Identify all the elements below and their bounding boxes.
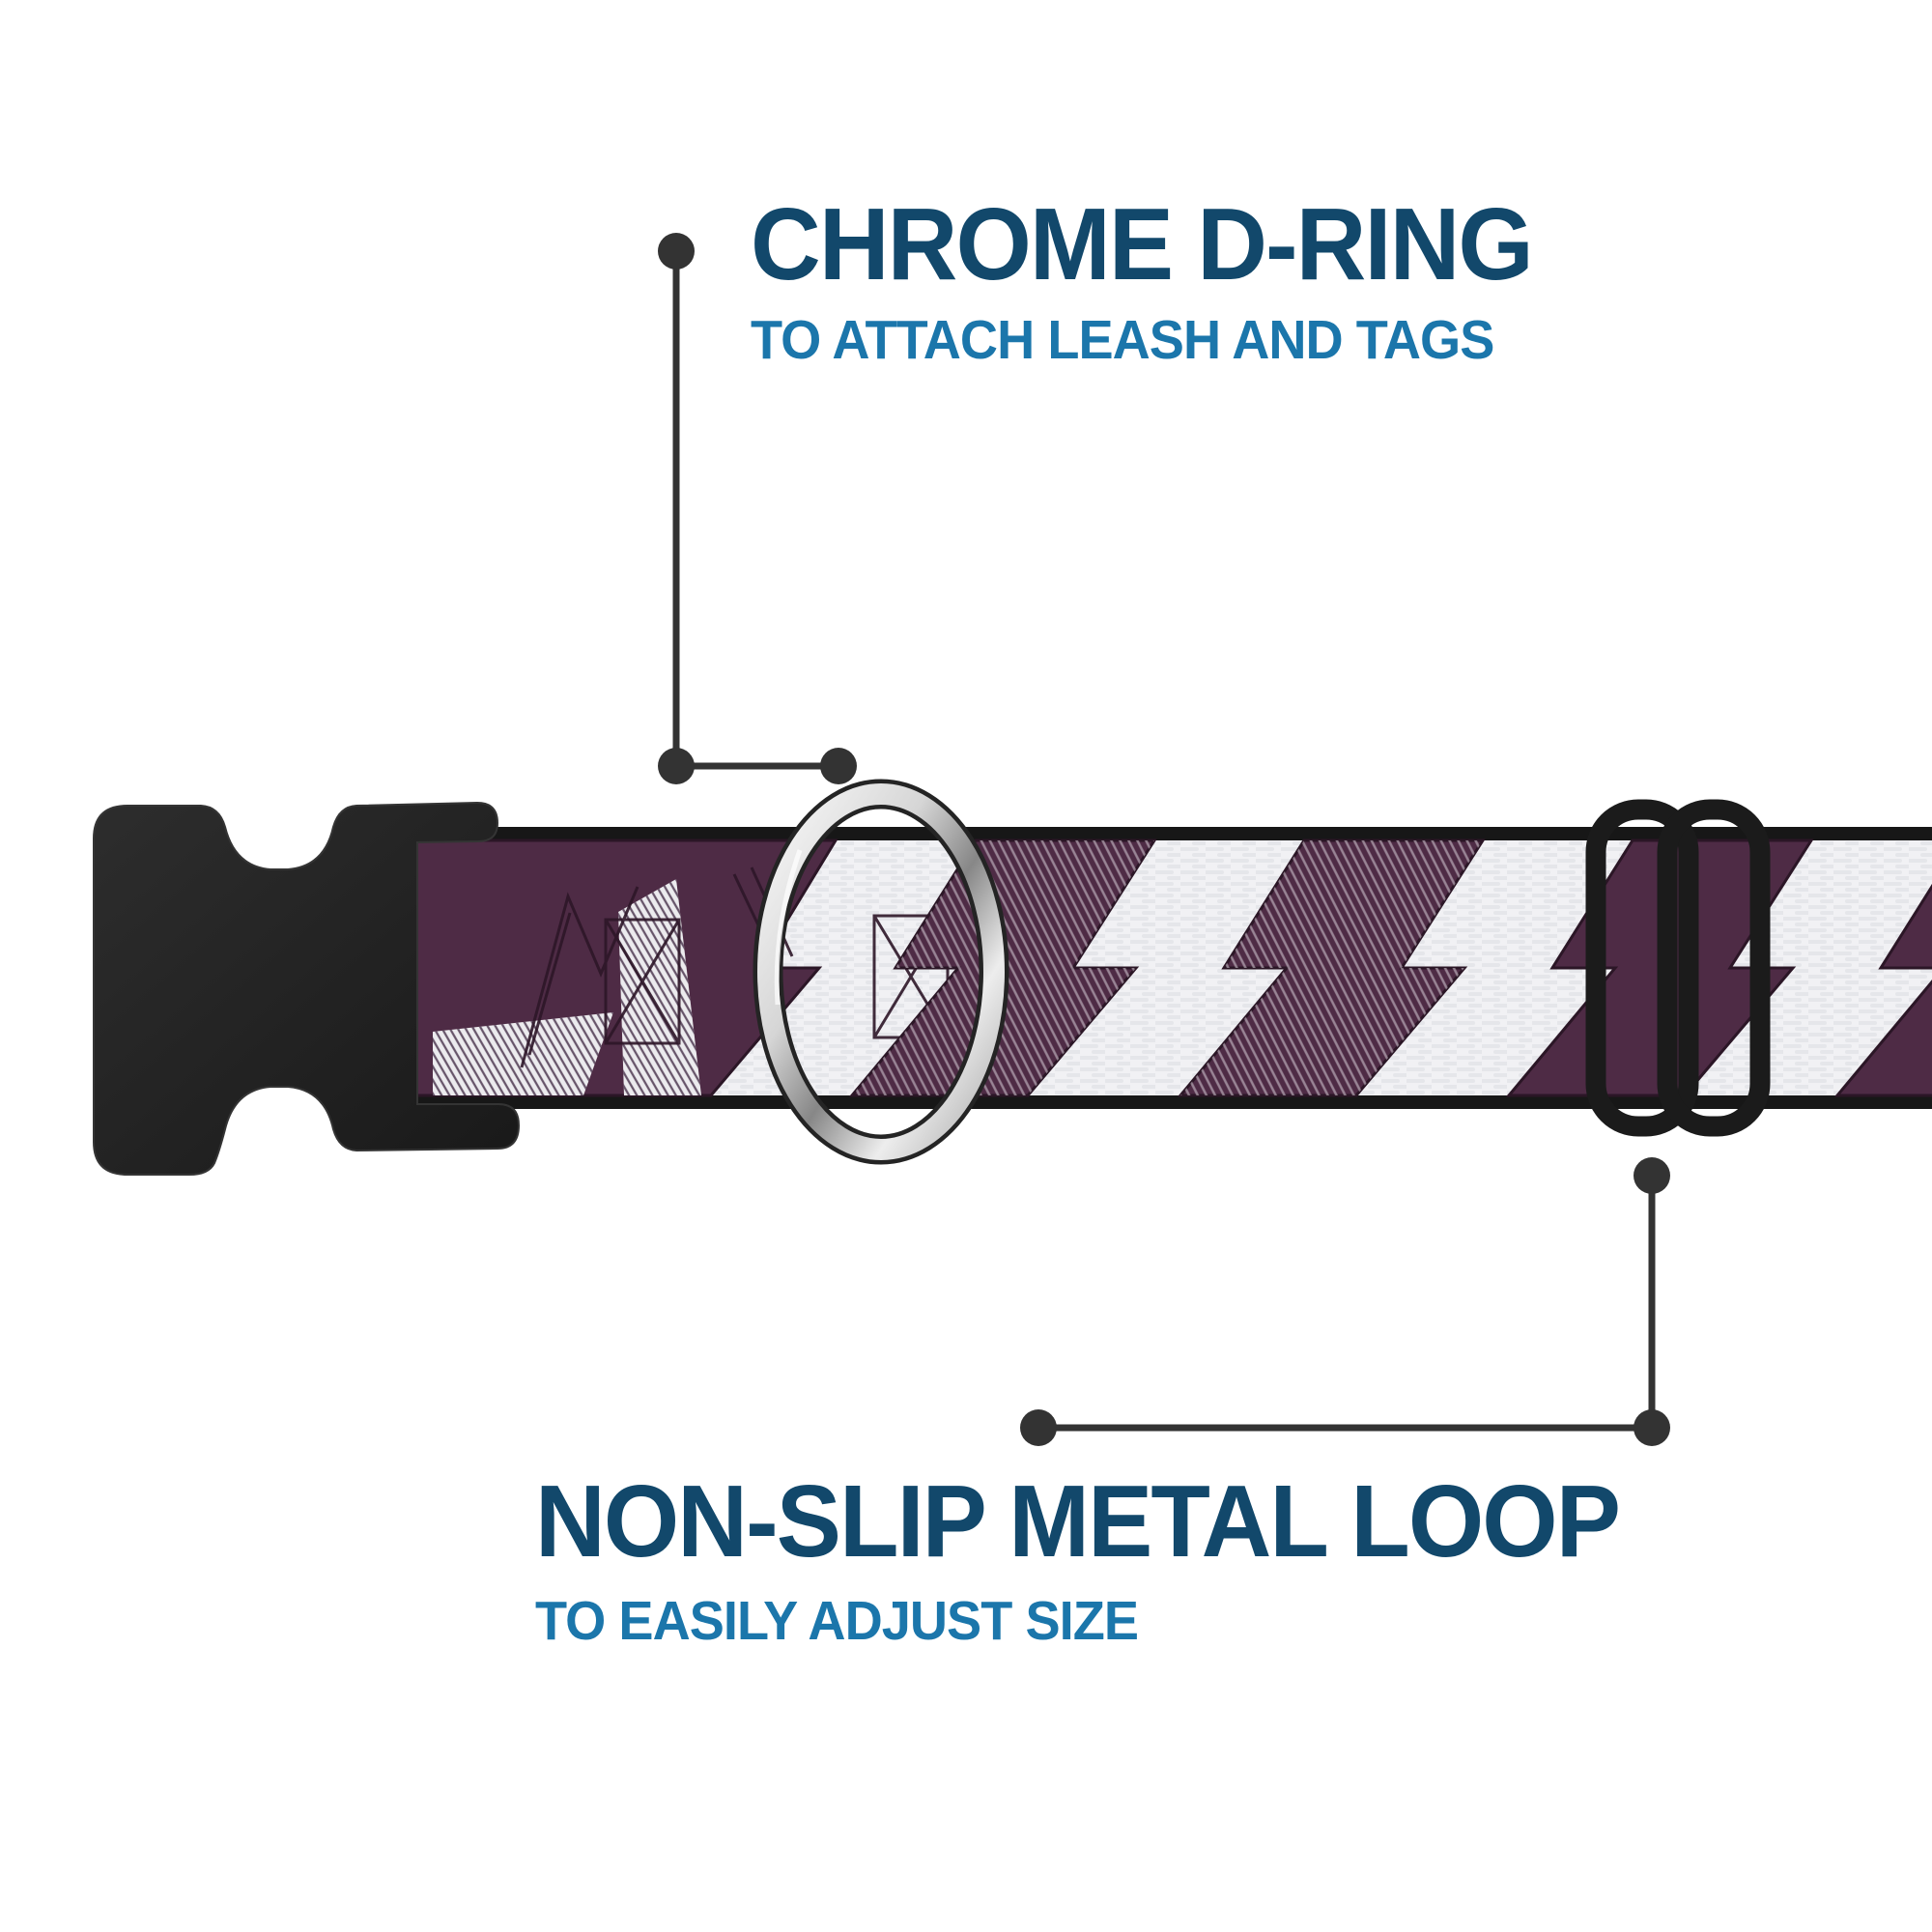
chrome-d-ring-part xyxy=(753,779,1009,1165)
top-callout-title: CHROME D-RING xyxy=(751,187,1534,301)
connector-dot xyxy=(1634,1409,1670,1446)
connector-dot xyxy=(658,233,695,270)
patterned-webbing-strap xyxy=(404,827,1932,1109)
top-callout: CHROME D-RING TO ATTACH LEASH AND TAGS xyxy=(751,193,1573,368)
top-callout-dots xyxy=(658,233,857,784)
bottom-callout-subtitle: TO EASILY ADJUST SIZE xyxy=(535,1590,1139,1652)
bottom-callout-leader xyxy=(1035,1172,1656,1432)
top-callout-leader xyxy=(672,247,842,770)
bottom-callout-title: NON-SLIP METAL LOOP xyxy=(535,1464,1621,1578)
bottom-callout: NON-SLIP METAL LOOP TO EASILY ADJUST SIZ… xyxy=(535,1470,1676,1649)
side-release-buckle xyxy=(93,801,521,1176)
bottom-callout-dots xyxy=(1020,1157,1670,1446)
connector-dot xyxy=(1634,1157,1670,1194)
connector-dot xyxy=(1020,1409,1057,1446)
top-callout-subtitle: TO ATTACH LEASH AND TAGS xyxy=(751,309,1494,371)
connector-dot xyxy=(658,748,695,784)
connector-dot xyxy=(820,748,857,784)
metal-loop-part xyxy=(1585,799,1771,1137)
